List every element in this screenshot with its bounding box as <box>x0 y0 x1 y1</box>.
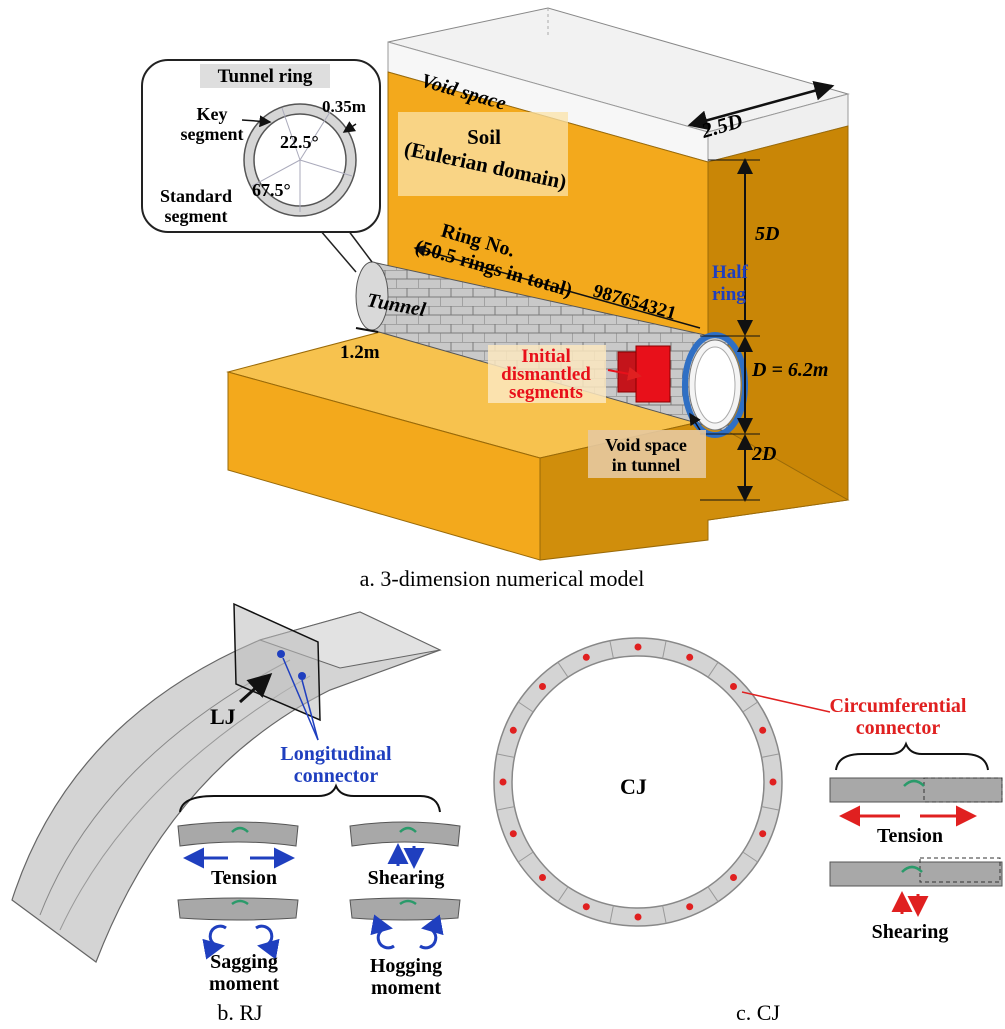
soil-label-bg <box>398 112 568 196</box>
cj-connector-dot <box>730 874 737 881</box>
ring-inset-title-bg <box>200 64 330 88</box>
cj-connector-dot <box>582 903 590 911</box>
cj-segment-joint <box>609 640 614 659</box>
cj-connector-dot <box>759 726 767 734</box>
half-ring-label-2: ring <box>712 284 746 305</box>
cj-connector-dot <box>634 643 642 651</box>
cj-segment-joint <box>609 905 614 924</box>
rj-sagging-diagram: Sagging moment <box>177 897 299 995</box>
rj-hogging-diagram: Hogging moment <box>349 897 461 999</box>
cj-connector-dot <box>509 726 517 734</box>
cj-connector-dot <box>499 778 507 786</box>
dismantled-segments <box>635 345 671 403</box>
cj-tension-label: Tension <box>877 825 943 847</box>
std-segment-label-1: Standard <box>160 186 232 206</box>
model-caption: a. 3-dimension numerical model <box>360 566 645 591</box>
cj-segment-joint <box>707 662 719 678</box>
cj-connector-dot <box>582 653 590 661</box>
rj-shearing-label: Shearing <box>368 867 445 889</box>
cj-center-label: CJ <box>620 774 647 799</box>
dismantled-pointer <box>607 366 642 381</box>
half-ring-label: Half <box>712 262 749 283</box>
diameter-dim-label: D = 6.2m <box>751 359 828 381</box>
rj-shearing-diagram: Shearing <box>349 821 461 889</box>
cj-segment-joint <box>496 806 515 811</box>
cj-segment-joint <box>662 640 667 659</box>
thickness-label: 0.35m <box>322 97 366 116</box>
cj-connector-dot <box>686 903 694 911</box>
cj-segment-joint <box>557 886 569 902</box>
cj-connector-dot <box>634 913 642 921</box>
cj-caption: c. CJ <box>736 1000 780 1024</box>
cj-connector-dot <box>539 683 546 690</box>
cj-connector-pointer <box>741 691 831 713</box>
rj-tension-diagram: Tension <box>177 821 299 889</box>
cj-ring-inner <box>511 655 765 909</box>
cj-segment-joint <box>761 753 780 758</box>
cj-segment-joint <box>761 806 780 811</box>
rj-panel: LJ Longitudinal connector Tension Sheari… <box>11 602 461 1025</box>
cj-tension-diagram: Tension <box>829 777 1003 847</box>
std-angle-label: 67.5° <box>252 180 291 200</box>
std-segment-label-2: segment <box>165 206 228 226</box>
rj-tension-label: Tension <box>211 867 277 889</box>
cj-connector-dot <box>769 778 777 786</box>
key-segment-label-2: segment <box>181 124 244 144</box>
cj-segment-joint <box>742 851 758 863</box>
cj-connector-dots <box>496 640 780 924</box>
cj-segment-joint <box>496 753 515 758</box>
ring-width-label: 1.2m <box>340 342 380 363</box>
longitudinal-label-2: connector <box>294 765 379 787</box>
dismantled-label-3: segments <box>509 382 583 403</box>
cj-brace <box>835 741 989 771</box>
cj-panel: CJ Circumferential connector Tension She… <box>493 637 1003 1025</box>
hogging-label-1: Hogging <box>370 955 442 977</box>
connector-dot-1 <box>277 650 285 658</box>
soil-label: Soil <box>467 125 501 149</box>
bottom-dim-label: 2D <box>751 443 776 465</box>
cj-segment-joint <box>662 905 667 924</box>
cj-segment-joint <box>742 701 758 713</box>
dismantled-label-2: dismantled <box>501 364 591 385</box>
dismantled-label-bg <box>488 345 606 403</box>
sagging-label-1: Sagging <box>210 951 278 973</box>
tunnel-inner <box>694 346 736 424</box>
void-tunnel-label-bg <box>588 430 706 478</box>
cj-segment-joint <box>518 851 534 863</box>
cj-connector-dot <box>730 683 737 690</box>
ring-inset-title: Tunnel ring <box>218 66 313 87</box>
longitudinal-label-1: Longitudinal <box>280 743 392 765</box>
circumferential-label-2: connector <box>856 717 941 739</box>
rj-caption: b. RJ <box>217 1000 263 1024</box>
cj-segment-joint <box>557 662 569 678</box>
height-dim-label: 5D <box>755 223 779 245</box>
cj-shearing-diagram: Shearing <box>829 857 1003 943</box>
lj-label: LJ <box>210 704 236 729</box>
width-dim-line <box>687 80 835 131</box>
cj-segment-joint <box>518 701 534 713</box>
cj-connector-dot <box>686 653 694 661</box>
ring-no-arrow <box>413 245 701 329</box>
cj-connector-dot <box>539 874 546 881</box>
ring-width-dim <box>355 327 379 333</box>
void-tunnel-label-1: Void space <box>605 435 687 455</box>
cj-segment-joint <box>707 886 719 902</box>
void-tunnel-pointer <box>689 412 701 431</box>
sagging-label-2: moment <box>209 973 279 995</box>
dismantled-label-1: Initial <box>521 346 571 367</box>
ring-inset: Tunnel ring Key segment 0.35m 22.5° 67.5… <box>141 59 381 273</box>
hogging-label-2: moment <box>371 977 441 999</box>
connector-dot-2 <box>298 672 306 680</box>
void-tunnel-label-2: in tunnel <box>612 455 681 475</box>
cj-shearing-label: Shearing <box>872 921 949 943</box>
cj-connector-dot <box>759 830 767 838</box>
model-3d: Void space 2.5D Soil (Eulerian domain) 5… <box>141 7 850 591</box>
rj-brace <box>179 783 441 813</box>
key-segment-label-1: Key <box>197 104 228 124</box>
key-angle-label: 22.5° <box>280 132 319 152</box>
circumferential-label-1: Circumferential <box>829 695 966 717</box>
cj-connector-dot <box>509 830 517 838</box>
